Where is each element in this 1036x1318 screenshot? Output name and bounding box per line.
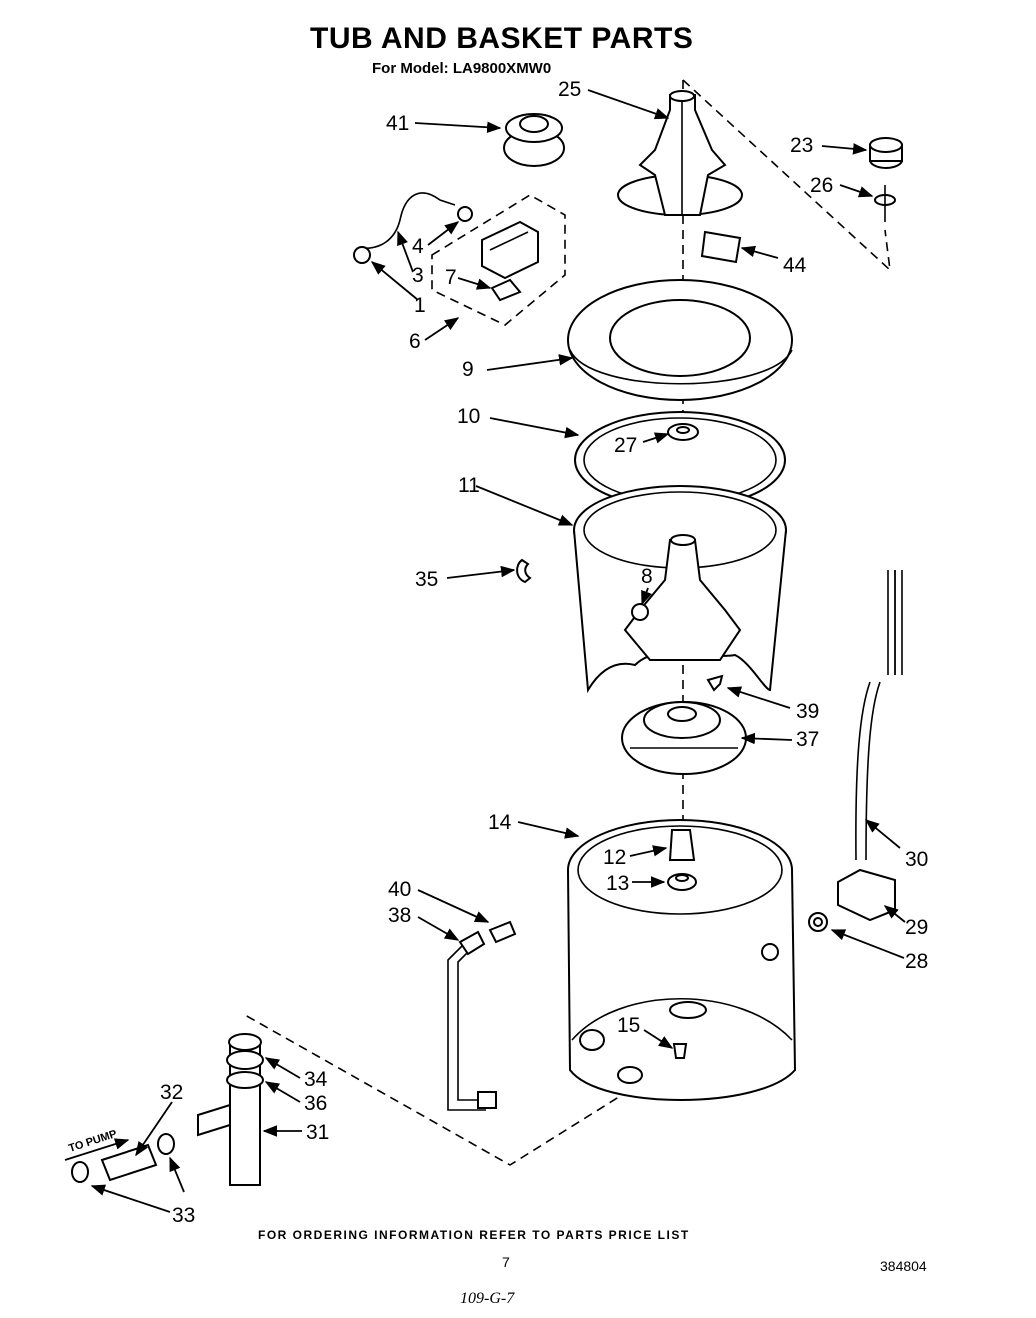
callout-32: 32: [160, 1081, 183, 1104]
callout-15: 15: [617, 1014, 640, 1037]
agitator-bolt-part: [874, 185, 896, 222]
callout-39: 39: [796, 700, 819, 723]
dispenser-plate-part: [700, 230, 742, 264]
outer-tub-part: [567, 819, 797, 1101]
tub-drain-plug-part: [672, 1043, 688, 1059]
drain-guide-line: [244, 1014, 631, 1166]
impeller-screw-part: [706, 674, 724, 692]
callout-28: 28: [905, 950, 928, 973]
callout-13: 13: [606, 872, 629, 895]
callout-35: 35: [415, 568, 438, 591]
callout-8: 8: [641, 565, 653, 588]
hose-clamp-part: [488, 920, 517, 944]
tub-bushing-part: [668, 829, 696, 861]
model-subtitle: For Model: LA9800XMW0: [372, 60, 552, 77]
callout-44: 44: [783, 254, 807, 277]
agitator-part: [617, 90, 743, 216]
page-number: 7: [502, 1254, 510, 1270]
fill-hose-part: [855, 681, 881, 861]
callout-40: 40: [388, 878, 411, 901]
fill-valve-part: [837, 868, 896, 922]
hub-nut-part: [667, 423, 699, 441]
callout-9: 9: [462, 358, 474, 381]
callout-41: 41: [386, 112, 409, 135]
callout-37: 37: [796, 728, 819, 751]
callout-38: 38: [388, 904, 411, 927]
callout-30: 30: [905, 848, 928, 871]
callout-leader-lines: [90, 89, 906, 1213]
callout-34: 34: [304, 1068, 328, 1091]
callout-7: 7: [445, 266, 457, 289]
callout-1: 1: [414, 294, 426, 317]
spin-basket-part: [573, 485, 787, 694]
agitator-impeller-part: [621, 701, 747, 775]
agitator-cap-guide-line: [682, 79, 892, 273]
callout-25: 25: [558, 78, 581, 101]
callout-3: 3: [412, 264, 424, 287]
drain-hose-part: [447, 939, 486, 1111]
callout-4: 4: [412, 235, 424, 258]
basket-plug-part: [631, 603, 649, 621]
callout-33: 33: [172, 1204, 195, 1227]
tub-ring-part: [567, 279, 793, 401]
callout-6: 6: [409, 330, 421, 353]
callout-10: 10: [457, 405, 480, 428]
handwritten-note: 109-G-7: [460, 1290, 515, 1307]
document-number: 384804: [880, 1258, 927, 1274]
tub-grommet-part: [808, 912, 828, 932]
drain-tee-part: [197, 1033, 264, 1186]
callout-14: 14: [488, 811, 512, 834]
callout-29: 29: [905, 916, 928, 939]
tub-seal-part: [667, 873, 697, 891]
ordering-info-footer: FOR ORDERING INFORMATION REFER TO PARTS …: [258, 1228, 690, 1242]
callout-31: 31: [306, 1121, 329, 1144]
callout-23: 23: [790, 134, 813, 157]
callout-11: 11: [458, 474, 480, 497]
callout-12: 12: [603, 846, 626, 869]
callout-26: 26: [810, 174, 833, 197]
callout-27: 27: [614, 434, 637, 457]
agitator-cap-part: [869, 137, 903, 169]
page-title: TUB AND BASKET PARTS: [310, 22, 694, 55]
callout-36: 36: [304, 1092, 327, 1115]
hose-end-part: [477, 1091, 497, 1109]
pressure-switch-assembly: [353, 192, 566, 326]
basket-clip-part: [516, 558, 532, 584]
softener-dispenser-part: [503, 113, 565, 167]
hose-connector-part: [458, 930, 486, 956]
